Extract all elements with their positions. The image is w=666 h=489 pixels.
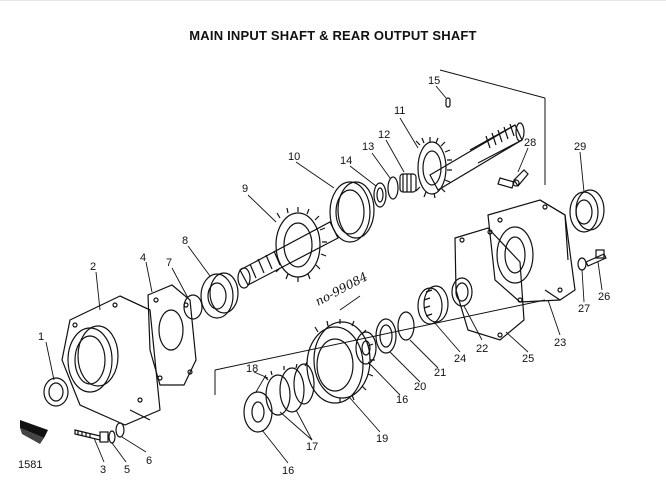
- callout-2: 2: [90, 261, 96, 273]
- callout-8: 8: [182, 235, 188, 247]
- callout-15: 15: [428, 75, 440, 87]
- gear-11: [415, 137, 452, 199]
- gasket-4: [147, 284, 197, 386]
- callout-16-rear: 16: [396, 394, 408, 406]
- snap-ring-7: [183, 294, 203, 320]
- diagram-title: MAIN INPUT SHAFT & REAR OUTPUT SHAFT: [189, 28, 477, 43]
- washer-27: [577, 257, 587, 271]
- washer-5: [108, 430, 116, 444]
- callout-13: 13: [362, 141, 374, 153]
- seal-1: [43, 377, 69, 407]
- main-shaft-gear-9: [237, 207, 339, 289]
- callout-24: 24: [454, 353, 466, 365]
- callout-17: 17: [306, 441, 318, 453]
- ring-20: [375, 318, 397, 354]
- thrust-washer-16-rear: [355, 331, 377, 365]
- input-shaft: [429, 122, 525, 191]
- callout-7: 7: [166, 257, 172, 269]
- callout-11: 11: [394, 105, 405, 117]
- callout-4: 4: [140, 252, 146, 264]
- callout-10: 10: [288, 151, 300, 163]
- callout-3: 3: [100, 464, 106, 476]
- callout-22: 22: [476, 343, 488, 355]
- callout-9: 9: [242, 183, 248, 195]
- handwritten-note-text: no-99084: [313, 269, 370, 308]
- needle-bearing-12: [399, 173, 417, 193]
- handwritten-note: no-99084: [313, 269, 370, 311]
- callout-23: 23: [554, 337, 566, 349]
- top-rule: [0, 0, 666, 1]
- callout-6: 6: [146, 455, 152, 467]
- callout-labels: 1 2 3 4 5 6 7 8 9 10 11 12 13 14 15 16 1…: [38, 75, 610, 477]
- thrust-washer-16-front: [243, 391, 273, 433]
- ring-13: [387, 176, 399, 200]
- callout-27: 27: [578, 303, 590, 315]
- output-gear-19: [306, 319, 375, 404]
- front-arrow: [20, 420, 48, 444]
- leader-lines: [45, 85, 603, 464]
- ring-14: [373, 182, 387, 208]
- callout-18: 18: [246, 363, 258, 375]
- callout-29: 29: [574, 141, 586, 153]
- bearing-24: [417, 285, 449, 325]
- gasket-25: [454, 227, 525, 341]
- figure-number: 1581: [18, 459, 43, 471]
- seal-22: [451, 277, 473, 307]
- clutch-gears-17: [264, 361, 315, 416]
- fitting-28: [497, 169, 529, 189]
- bolt-3: [74, 429, 109, 443]
- washer-6: [115, 422, 125, 438]
- callout-26: 26: [598, 291, 610, 303]
- sync-ring-10: [329, 181, 375, 243]
- callout-28: 28: [524, 137, 536, 149]
- frame-lines: [214, 69, 546, 395]
- callout-5: 5: [124, 464, 130, 476]
- callout-19: 19: [376, 433, 388, 445]
- seal-29: [569, 189, 605, 233]
- callout-25: 25: [522, 353, 534, 365]
- rear-housing-23: [487, 199, 576, 303]
- callout-16-front: 16: [282, 465, 294, 477]
- callout-21: 21: [434, 367, 446, 379]
- bolt-26: [585, 249, 607, 267]
- callout-20: 20: [414, 381, 426, 393]
- callout-12: 12: [378, 129, 390, 141]
- bearing-8: [200, 272, 239, 319]
- part-15-pin: [445, 97, 451, 108]
- callout-14: 14: [340, 155, 352, 167]
- callout-1: 1: [38, 331, 44, 343]
- front-housing-2: [61, 295, 161, 426]
- snap-ring-21: [397, 311, 415, 341]
